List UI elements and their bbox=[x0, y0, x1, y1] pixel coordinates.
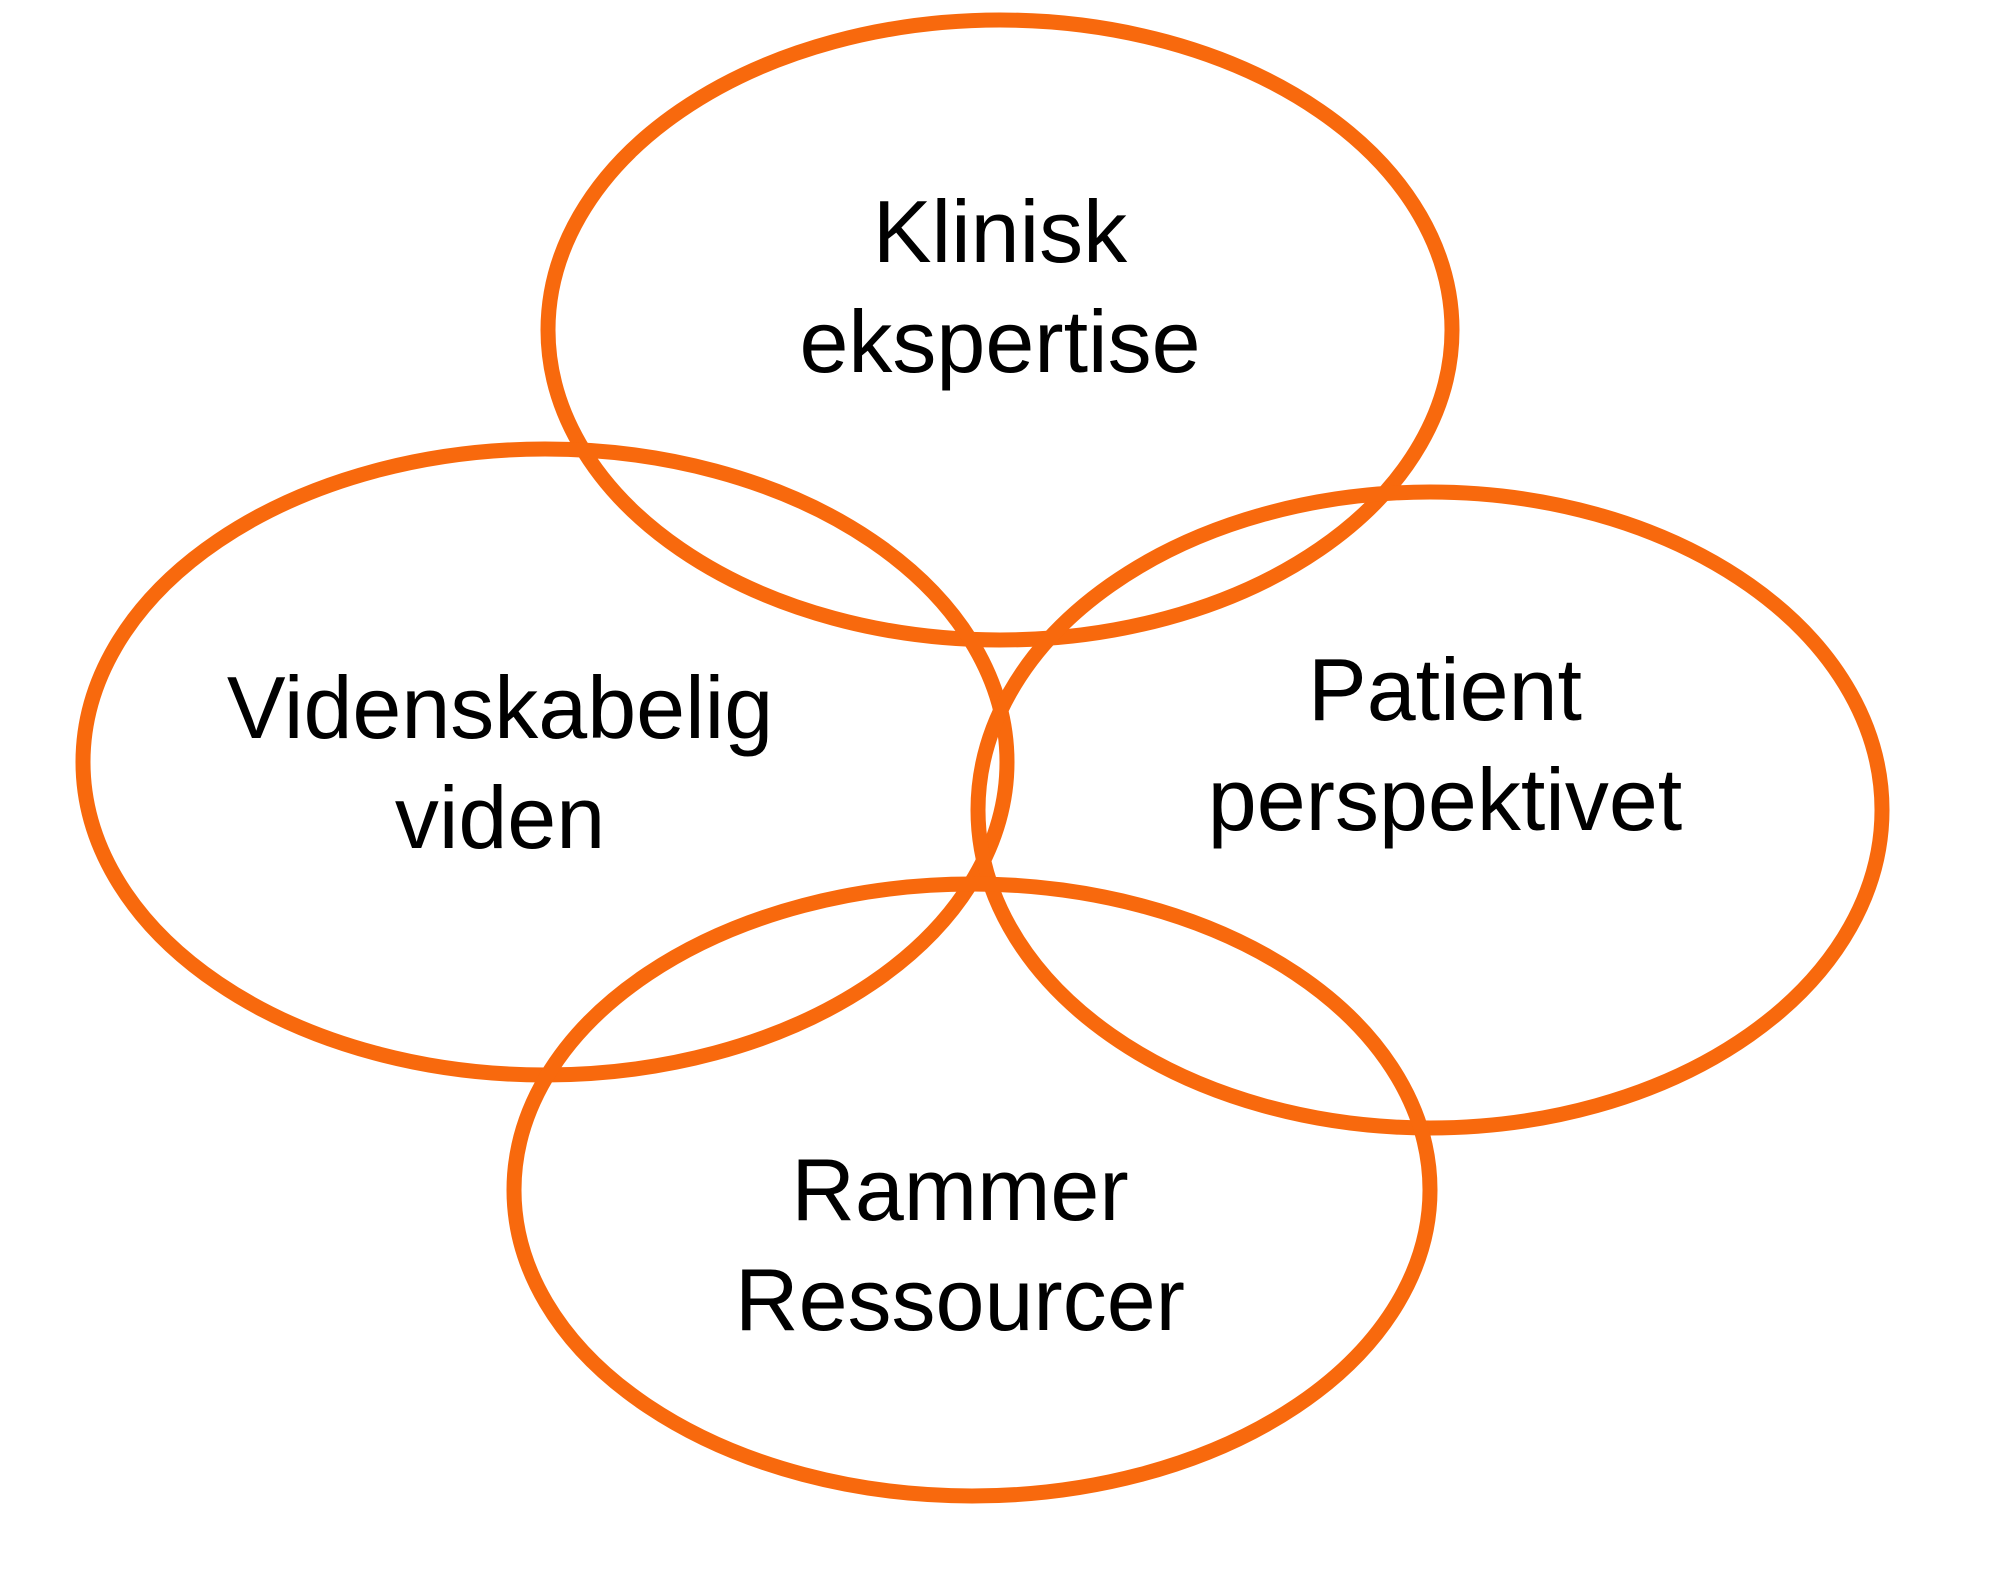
ellipse-videnskabelig-viden bbox=[75, 441, 1015, 1083]
ellipse-outlines bbox=[75, 12, 1890, 1504]
label-videnskabelig-viden-line2: viden bbox=[395, 768, 605, 867]
label-rammer-ressourcer-line1: Rammer bbox=[791, 1140, 1128, 1239]
ellipse-rammer-ressourcer bbox=[506, 876, 1438, 1504]
label-patient-perspektivet-line2: perspektivet bbox=[1208, 750, 1682, 849]
label-videnskabelig-viden-line1: Videnskabelig bbox=[227, 658, 773, 757]
label-klinisk-ekspertise-line2: ekspertise bbox=[799, 292, 1200, 391]
ellipse-klinisk-ekspertise bbox=[540, 12, 1460, 648]
ellipse-patient-perspektivet bbox=[970, 484, 1890, 1136]
ellipse-labels: Klinisk ekspertise Videnskabelig viden P… bbox=[227, 182, 1682, 1349]
label-klinisk-ekspertise-line1: Klinisk bbox=[873, 182, 1128, 281]
label-patient-perspektivet-line1: Patient bbox=[1308, 640, 1582, 739]
label-rammer-ressourcer-line2: Ressourcer bbox=[735, 1250, 1185, 1349]
